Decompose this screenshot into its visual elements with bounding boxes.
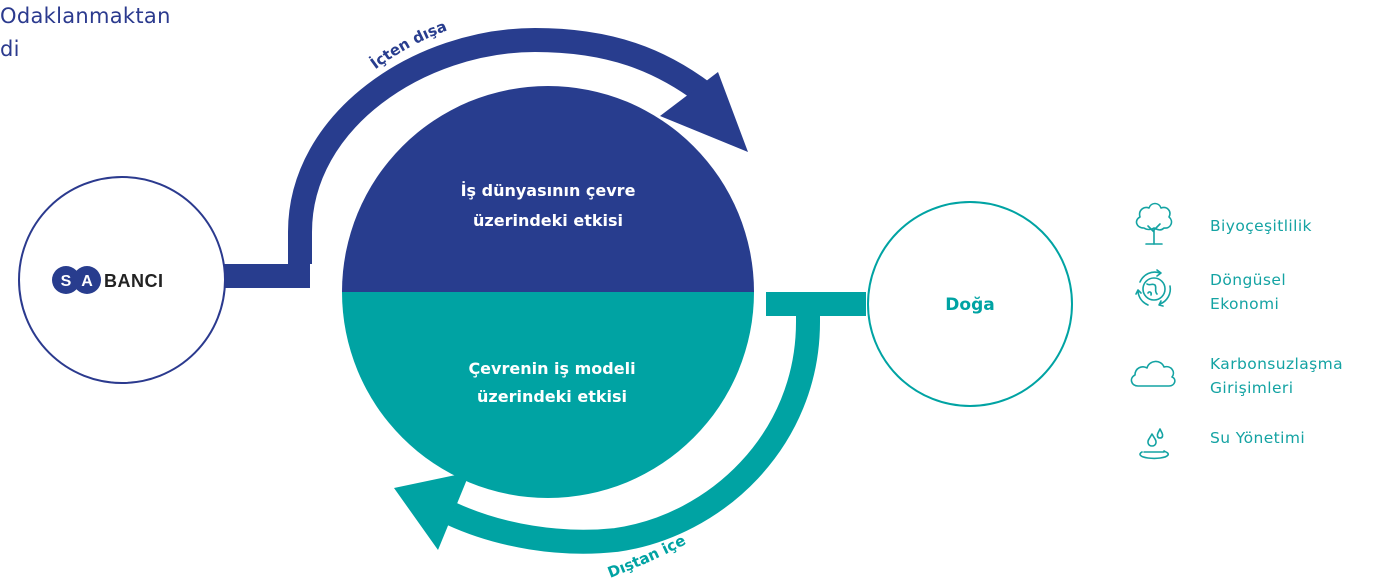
- cloud-icon: [1130, 360, 1176, 387]
- legend-label-circular-economy: Döngüsel Ekonomi: [1210, 271, 1287, 313]
- logo-badge-s: [52, 266, 80, 294]
- company-connector-bar: [210, 264, 310, 288]
- nature-label: Doğa: [945, 295, 994, 315]
- heading-line-1: Odaklanmaktan: [0, 4, 171, 28]
- nature-connector-stub: [766, 292, 866, 316]
- legend-label-decarbonization: Karbonsuzlaşma Girişimleri: [1210, 355, 1344, 397]
- heading-line-2: di: [0, 37, 20, 61]
- nature-circle: [867, 201, 1073, 407]
- top-half-text-line-2: üzerindeki etkisi: [473, 211, 623, 230]
- impact-circle: [342, 86, 754, 498]
- section-heading: Odaklanmaktan di: [0, 0, 171, 66]
- bottom-half-text-line-2: üzerindeki etkisi: [477, 387, 627, 406]
- outward-arrow-head: [660, 72, 748, 152]
- water-drops-icon: [1139, 428, 1169, 460]
- recycle-globe-icon: [1135, 269, 1172, 307]
- outward-arrow-arc: [288, 28, 712, 264]
- logo-letter-a: A: [81, 273, 93, 290]
- logo-badge-a: [73, 266, 101, 294]
- company-circle: [18, 176, 226, 384]
- company-logo: S A BANCI: [52, 266, 164, 294]
- tree-icon: [1135, 202, 1173, 245]
- nature-connector-bar: [447, 292, 866, 554]
- logo-wordmark: BANCI: [104, 271, 164, 291]
- legend-label-biodiversity: Biyoçeşitlilik: [1210, 217, 1312, 235]
- bottom-half-text-line-1: Çevrenin iş modeli: [468, 359, 635, 378]
- logo-letter-s: S: [61, 273, 72, 290]
- inward-arrow-head: [394, 472, 470, 550]
- top-half-text-line-1: İş dünyasının çevre: [461, 181, 636, 200]
- legend-label-water-management: Su Yönetimi: [1210, 429, 1306, 447]
